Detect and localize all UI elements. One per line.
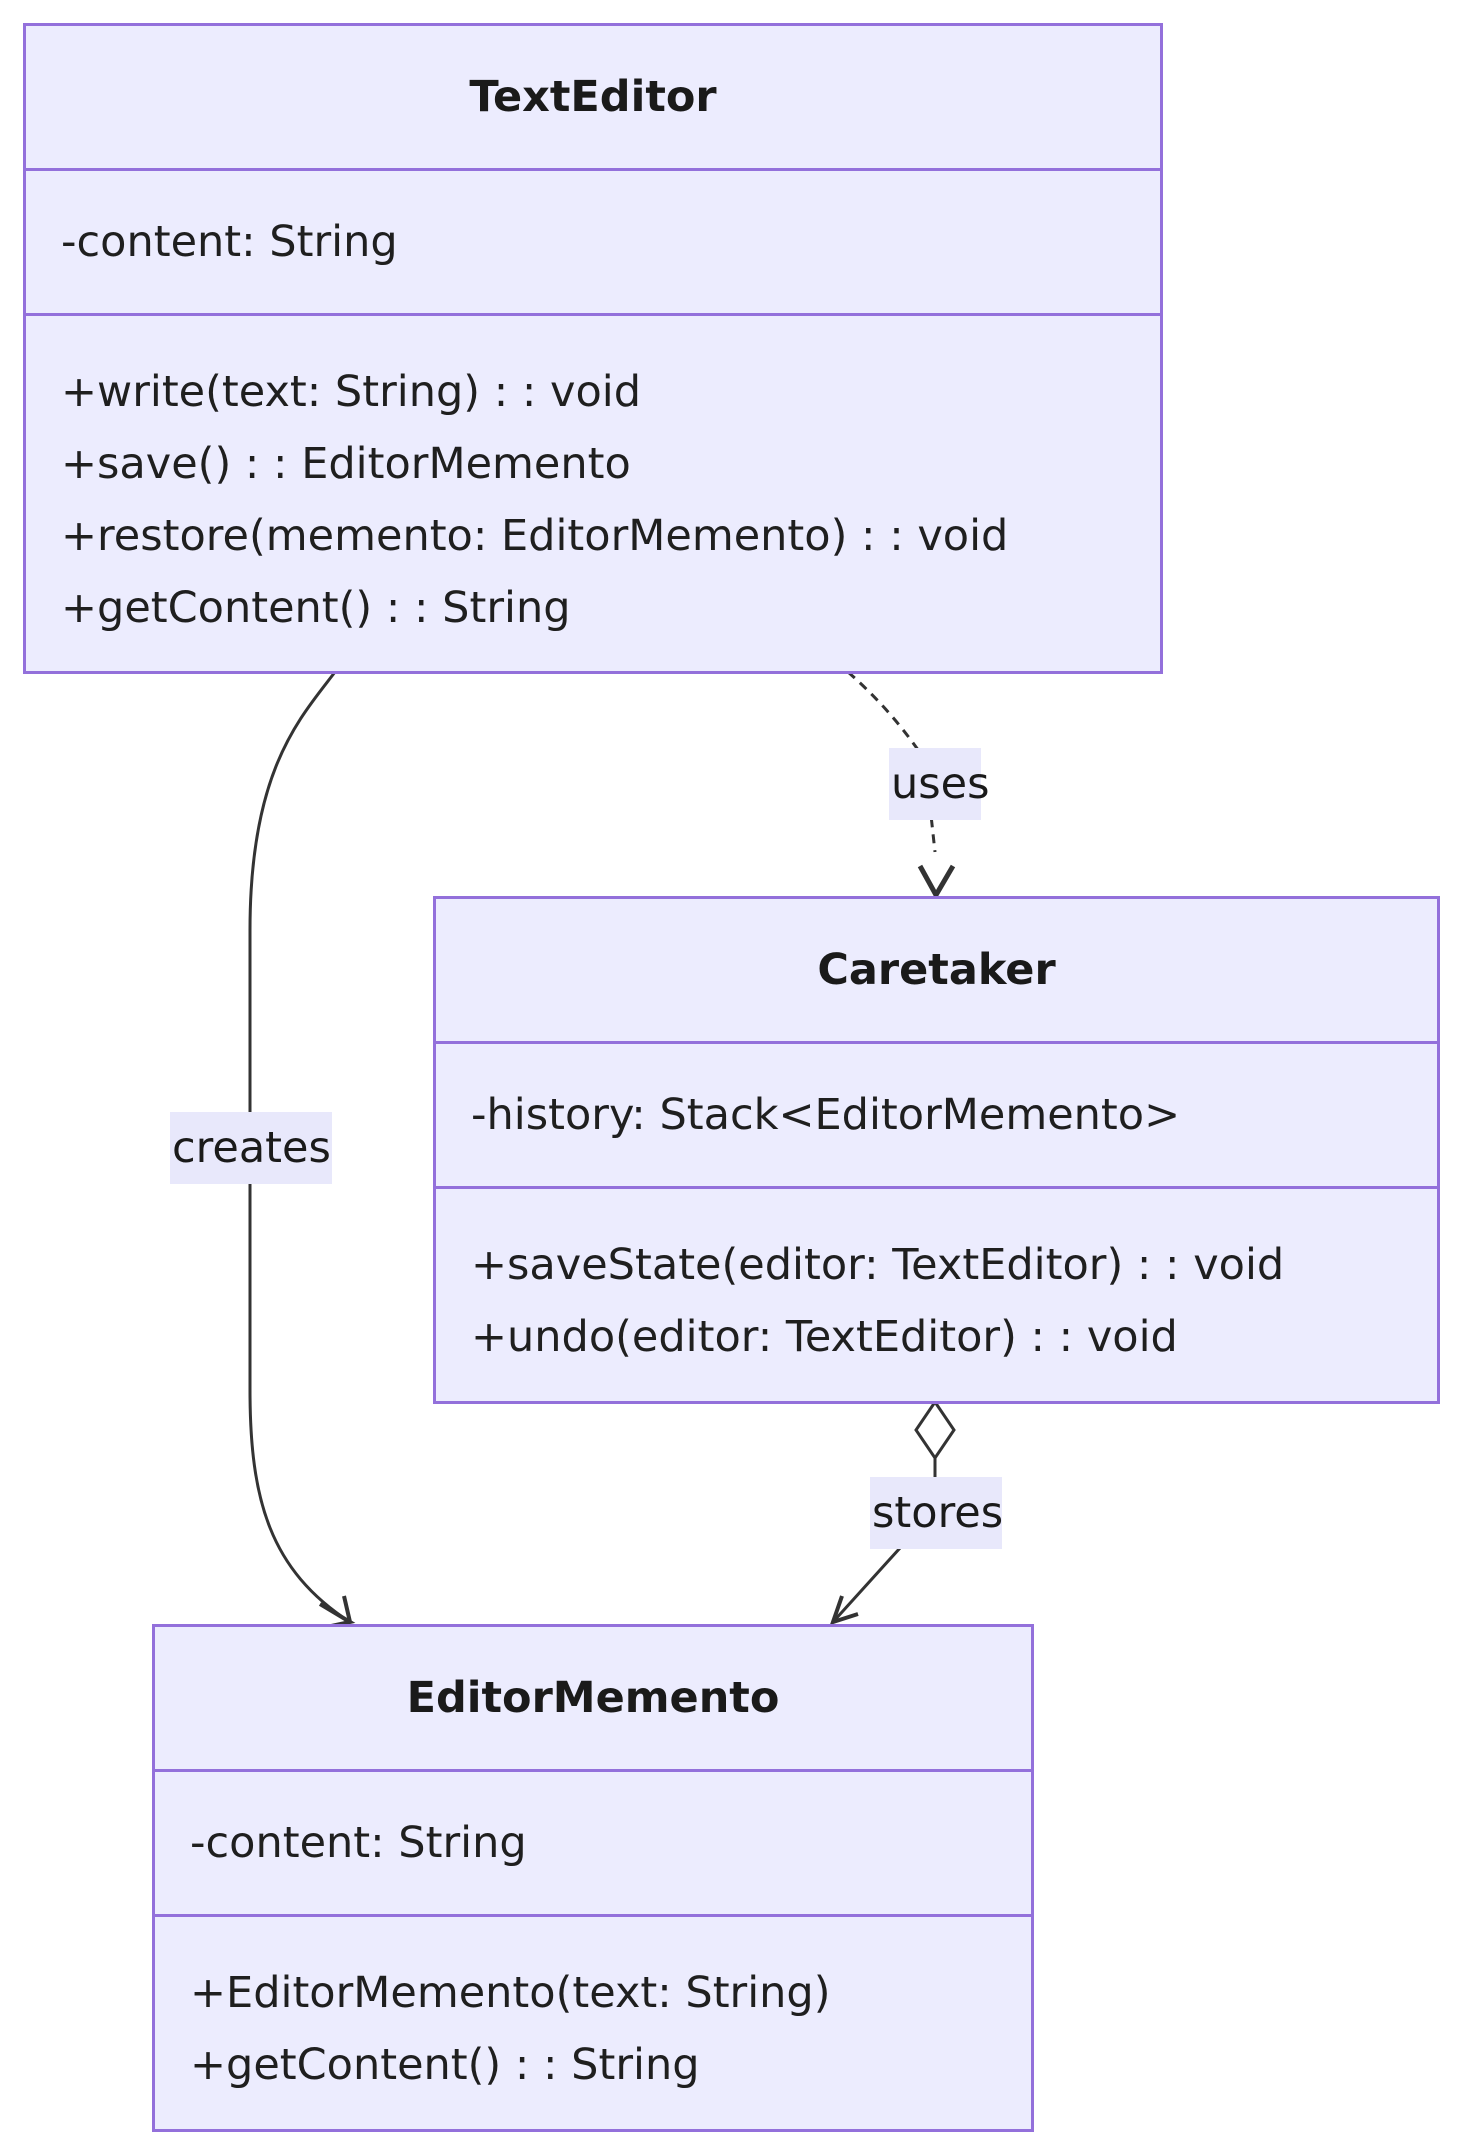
attribute: -content: String xyxy=(190,1818,527,1868)
method: +undo(editor: TextEditor) : : void xyxy=(471,1312,1178,1362)
method: +saveState(editor: TextEditor) : : void xyxy=(471,1240,1285,1290)
methods-section: +write(text: String) : : void +save() : … xyxy=(26,316,1160,644)
creates-edge xyxy=(248,671,351,1624)
creates-label: creates xyxy=(170,1112,332,1184)
class-name: EditorMemento xyxy=(155,1627,1031,1772)
attributes-section: -content: String xyxy=(155,1772,1031,1917)
class-name: Caretaker xyxy=(436,899,1437,1044)
uses-arrowhead xyxy=(917,864,956,898)
attribute: -content: String xyxy=(61,217,398,267)
class-text-editor[interactable]: TextEditor -content: String +write(text:… xyxy=(23,23,1163,674)
aggregation-diamond xyxy=(914,1399,956,1461)
method: +EditorMemento(text: String) xyxy=(190,1968,831,2018)
class-name: TextEditor xyxy=(26,26,1160,171)
attribute: -history: Stack<EditorMemento> xyxy=(471,1090,1181,1140)
method: +save() : : EditorMemento xyxy=(61,439,631,489)
methods-section: +EditorMemento(text: String) +getContent… xyxy=(155,1917,1031,2101)
class-caretaker[interactable]: Caretaker -history: Stack<EditorMemento>… xyxy=(433,896,1440,1404)
method: +getContent() : : String xyxy=(61,583,571,633)
methods-section: +saveState(editor: TextEditor) : : void … xyxy=(436,1189,1437,1373)
class-editor-memento[interactable]: EditorMemento -content: String +EditorMe… xyxy=(152,1624,1034,2132)
stores-arrowhead xyxy=(829,1595,859,1626)
attributes-section: -history: Stack<EditorMemento> xyxy=(436,1044,1437,1189)
stores-label: stores xyxy=(870,1477,1003,1549)
uses-label: uses xyxy=(889,748,990,820)
method: +getContent() : : String xyxy=(190,2040,700,2090)
stores-edge xyxy=(831,1458,937,1624)
method: +restore(memento: EditorMemento) : : voi… xyxy=(61,511,1009,561)
method: +write(text: String) : : void xyxy=(61,367,642,417)
attributes-section: -content: String xyxy=(26,171,1160,316)
